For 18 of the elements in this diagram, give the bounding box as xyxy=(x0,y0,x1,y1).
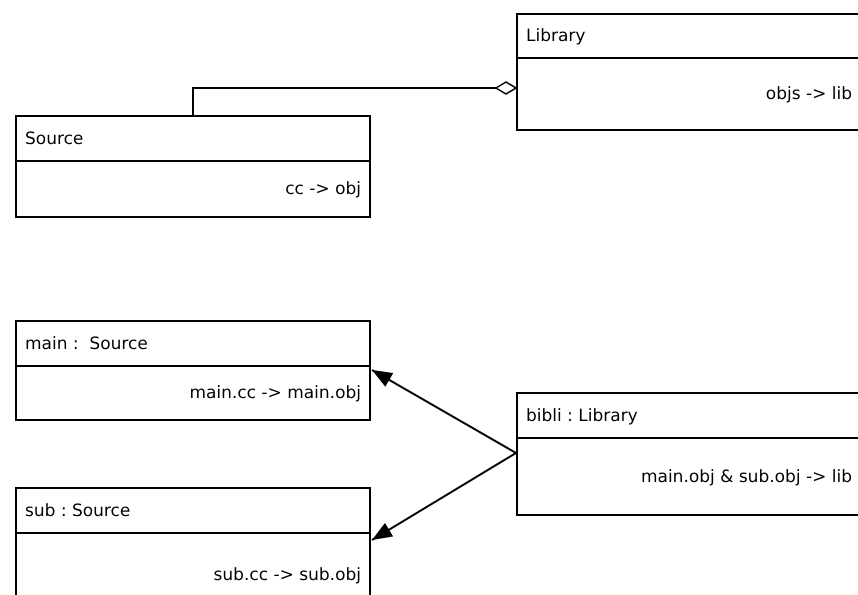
class-name: Library xyxy=(518,15,858,59)
class-box xyxy=(15,320,371,421)
class-rule: objs -> lib xyxy=(764,83,853,106)
class-box xyxy=(516,13,858,131)
class-name: Source xyxy=(17,117,369,162)
class-rule: main.cc -> main.obj xyxy=(188,382,362,405)
class-rule: cc -> obj xyxy=(284,178,362,201)
class-box xyxy=(15,115,371,218)
arrow xyxy=(371,452,517,541)
class-rule: sub.cc -> sub.obj xyxy=(212,564,362,586)
aggregation-connector xyxy=(192,81,517,115)
class-name: main : Source xyxy=(17,322,369,367)
class-box xyxy=(15,487,371,595)
class-box xyxy=(516,392,858,516)
class-name: bibli : Library xyxy=(518,394,858,439)
arrow xyxy=(372,369,516,454)
class-rule: main.obj & sub.obj -> lib xyxy=(640,466,853,488)
class-name: sub : Source xyxy=(17,489,369,534)
